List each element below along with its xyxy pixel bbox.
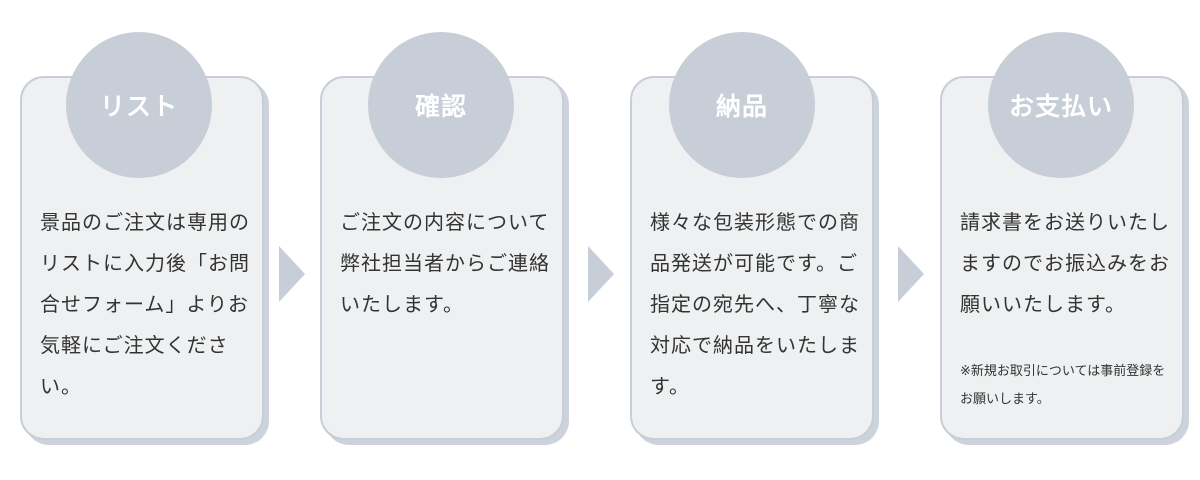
step-badge-delivery: 納品: [669, 32, 815, 178]
arrow-right-icon: [588, 246, 614, 302]
arrow-right-icon: [898, 246, 924, 302]
step-badge-list: リスト: [66, 32, 212, 178]
step-card-payment: [940, 76, 1189, 445]
arrow-right-icon: [279, 246, 305, 302]
step-badge-payment: お支払い: [988, 32, 1134, 178]
step-badge-confirm: 確認: [368, 32, 514, 178]
